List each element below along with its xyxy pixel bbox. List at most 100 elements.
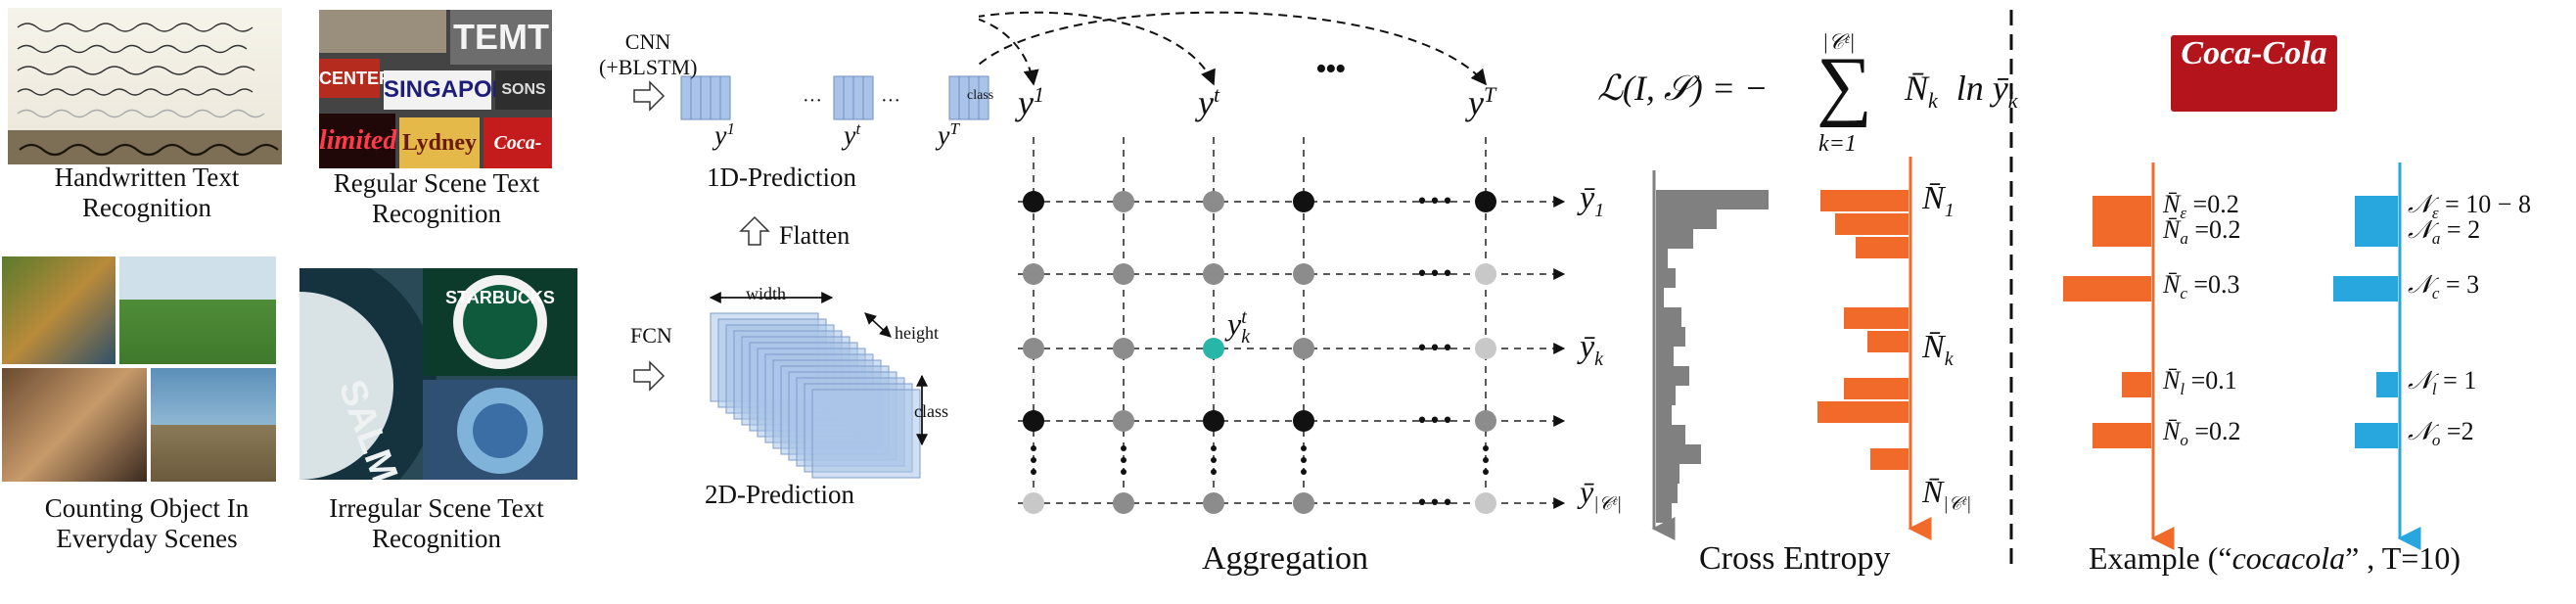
vertical-ellipsis-dot	[1483, 469, 1489, 475]
example-title-prefix: Example (“	[2089, 540, 2232, 576]
handwriting-scribbles	[8, 8, 282, 164]
example-blue-bar	[2333, 276, 2398, 302]
grid-dot	[1113, 263, 1134, 285]
cross-entropy-title-text: Cross Entropy	[1699, 540, 1891, 577]
orange-bar	[1844, 307, 1909, 329]
example-blue-bar	[2355, 423, 2398, 448]
example-blue-label-base: 𝒩	[2408, 215, 2432, 244]
gray-bar	[1656, 307, 1681, 327]
orange-bar	[1870, 448, 1909, 470]
caption-counting: Counting Object In Everyday Scenes	[0, 493, 294, 554]
grid-dot	[1113, 191, 1134, 212]
aggregation-diagram: •••••••••••••••	[979, 0, 1605, 604]
gray-bar	[1656, 268, 1676, 288]
gray-bar	[1656, 366, 1689, 386]
caption-regular-scene: Regular Scene Text Recognition	[323, 168, 550, 229]
agg-top-label-1-base: y	[1018, 83, 1034, 122]
fcn-label: FCN	[630, 323, 672, 348]
agg-row-label-1-base: ȳ	[1580, 180, 1594, 216]
grid-dot	[1203, 410, 1224, 432]
example-orange-label-base: N̄	[2163, 270, 2180, 299]
vertical-ellipsis-dot	[1483, 457, 1489, 463]
vertical-ellipsis-dot	[1211, 457, 1217, 463]
pred-1d-label: 1D-Prediction	[707, 163, 856, 193]
cnn-label: CNN (+BLSTM)	[599, 29, 697, 80]
example-orange-label-value: =0.2	[2188, 215, 2241, 244]
example-blue-label: 𝒩c = 3	[2408, 270, 2479, 303]
orange-bar	[1844, 378, 1909, 399]
hollow-arrow-fcn	[634, 362, 664, 390]
regular-scene-text-image: TEMT CENTER SINGAPORE SONS limited Lydne…	[319, 10, 552, 168]
prediction-2d-stack	[711, 313, 920, 478]
example-blue-bars	[2333, 196, 2398, 448]
grid-dot	[1203, 263, 1224, 285]
agg-top-label-T: yT	[1468, 82, 1495, 123]
agg-row-label-C-sub: |𝒞ᵋ|	[1593, 493, 1622, 514]
gray-bar	[1656, 484, 1678, 503]
agg-cell-label-base: y	[1227, 305, 1241, 341]
grid-dot	[1023, 191, 1044, 212]
prediction-1d-blocks	[681, 76, 989, 119]
class-label-2d-text: class	[914, 401, 948, 421]
grid-dot	[1475, 263, 1496, 285]
row-ellipsis: •••	[1416, 409, 1454, 434]
agg-top-label-1: y1	[1018, 82, 1044, 123]
example-title-suffix: ” , T=10)	[2345, 540, 2461, 576]
pred-1d-label-text: 1D-Prediction	[707, 163, 856, 192]
row-ellipsis: •••	[1416, 190, 1454, 214]
example-orange-label-base: N̄	[2163, 366, 2180, 395]
cross-entropy-title: Cross Entropy	[1699, 540, 1891, 578]
example-orange-label-base: N̄	[2163, 215, 2180, 244]
example-orange-label-base: N̄	[2163, 190, 2180, 218]
agg-row-label-1: ȳ1	[1580, 180, 1604, 222]
orange-bar	[1835, 213, 1909, 235]
height-label-text: height	[895, 323, 939, 343]
row-ellipsis: •••	[1416, 337, 1454, 361]
aggregation-title: Aggregation	[1202, 540, 1368, 578]
example-blue-label-value: = 3	[2439, 270, 2479, 299]
orange-histogram	[1817, 190, 1909, 470]
n-label-k-sub: k	[1945, 348, 1954, 370]
example-orange-bar	[2122, 372, 2151, 397]
example-blue-label: 𝒩l = 1	[2408, 366, 2476, 399]
vertical-ellipsis-dot	[1483, 445, 1489, 451]
stack-slice	[812, 390, 920, 478]
pred-y1-base: y	[714, 120, 726, 151]
grid-dot	[1293, 338, 1314, 359]
example-orange-label-value: =0.1	[2185, 366, 2237, 395]
n-label-1: N̄1	[1922, 180, 1955, 222]
example-blue-label-base: 𝒩	[2408, 270, 2432, 299]
pred-dots-1-text: ···	[803, 90, 822, 112]
vertical-ellipsis-dot	[1121, 457, 1127, 463]
vertical-ellipsis-dot	[1301, 457, 1307, 463]
agg-row-label-k-base: ȳ	[1580, 329, 1594, 365]
caption-irregular-scene-text: Irregular Scene Text Recognition	[329, 493, 544, 553]
vertical-ellipsis-dot	[1211, 445, 1217, 451]
grid-dot	[1475, 191, 1496, 212]
svg-text:STARBUCKS: STARBUCKS	[445, 288, 555, 307]
n-label-k: N̄k	[1922, 329, 1954, 371]
example-blue-label-base: 𝒩	[2408, 417, 2432, 445]
example-blue-label-base: 𝒩	[2408, 366, 2432, 395]
grid-dot	[1293, 263, 1314, 285]
example-blue-label: 𝒩a = 2	[2408, 215, 2480, 249]
gray-bar	[1656, 190, 1769, 209]
agg-top-label-T-sup: T	[1484, 82, 1495, 107]
orange-bar	[1817, 401, 1909, 423]
loss-formula-ln: ln ȳ	[1956, 69, 2008, 108]
example-blue-label-value: = 2	[2440, 215, 2480, 244]
vertical-ellipsis-dot	[1031, 469, 1036, 475]
gray-bar	[1656, 327, 1685, 347]
example-orange-label: N̄o =0.2	[2163, 417, 2241, 450]
agg-row-label-C: ȳ|𝒞ᵋ|	[1580, 474, 1622, 515]
example-orange-label: N̄l =0.1	[2163, 366, 2237, 399]
gray-bar	[1656, 347, 1674, 366]
pred-yT-sup: T	[949, 119, 958, 138]
caption-irregular-scene: Irregular Scene Text Recognition	[323, 493, 550, 554]
grid-dot	[1023, 492, 1044, 514]
example-orange-bar	[2093, 196, 2151, 221]
fcn-label-text: FCN	[630, 323, 672, 348]
aggregation-title-text: Aggregation	[1202, 540, 1368, 577]
vertical-ellipsis-dot	[1121, 445, 1127, 451]
n-label-1-base: N̄	[1922, 180, 1945, 216]
